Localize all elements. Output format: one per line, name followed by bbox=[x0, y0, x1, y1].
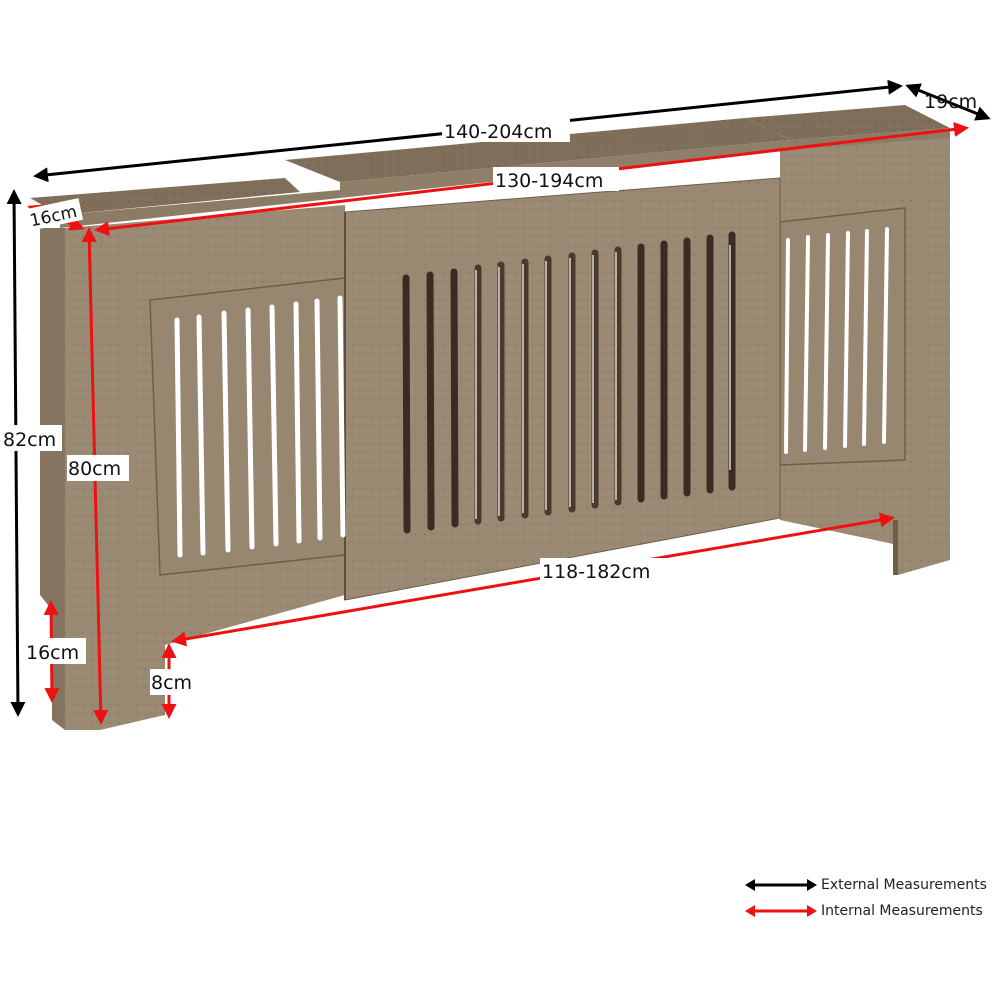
label-internal-bottom-width: 118-182cm bbox=[542, 561, 650, 583]
label-internal-height: 80cm bbox=[68, 458, 121, 480]
legend-item-internal: Internal Measurements bbox=[745, 898, 1000, 924]
label-external-depth: 19cm bbox=[924, 91, 977, 113]
external-depth-arrow bbox=[905, 83, 991, 121]
label-internal-depth: 16cm bbox=[28, 202, 79, 231]
label-external-width: 140-204cm bbox=[444, 121, 552, 143]
measurement-labels: 140-204cm 130-194cm 19cm 16cm 82cm 80cm … bbox=[2, 91, 977, 695]
center-slot-highlights bbox=[475, 245, 731, 519]
legend-item-external: External Measurements bbox=[745, 872, 1000, 898]
black-double-arrow-icon bbox=[745, 879, 817, 891]
internal-bottom-width-arrow bbox=[171, 512, 895, 647]
center-sliding-panel bbox=[344, 177, 781, 601]
label-foot-height: 16cm bbox=[26, 642, 79, 664]
legend-label-external: External Measurements bbox=[821, 877, 987, 893]
radiator-cover bbox=[30, 105, 950, 730]
external-height-arrow bbox=[6, 189, 26, 717]
label-internal-top-width: 130-194cm bbox=[495, 170, 603, 192]
label-clearance-height: 8cm bbox=[151, 672, 192, 694]
label-external-height: 82cm bbox=[3, 429, 56, 451]
right-leg-side bbox=[893, 520, 898, 575]
red-double-arrow-icon bbox=[745, 905, 817, 917]
legend-label-internal: Internal Measurements bbox=[821, 903, 983, 919]
legend: External Measurements Internal Measureme… bbox=[745, 872, 1000, 924]
right-grille-slots bbox=[784, 227, 889, 454]
center-grille-slots bbox=[402, 231, 736, 534]
